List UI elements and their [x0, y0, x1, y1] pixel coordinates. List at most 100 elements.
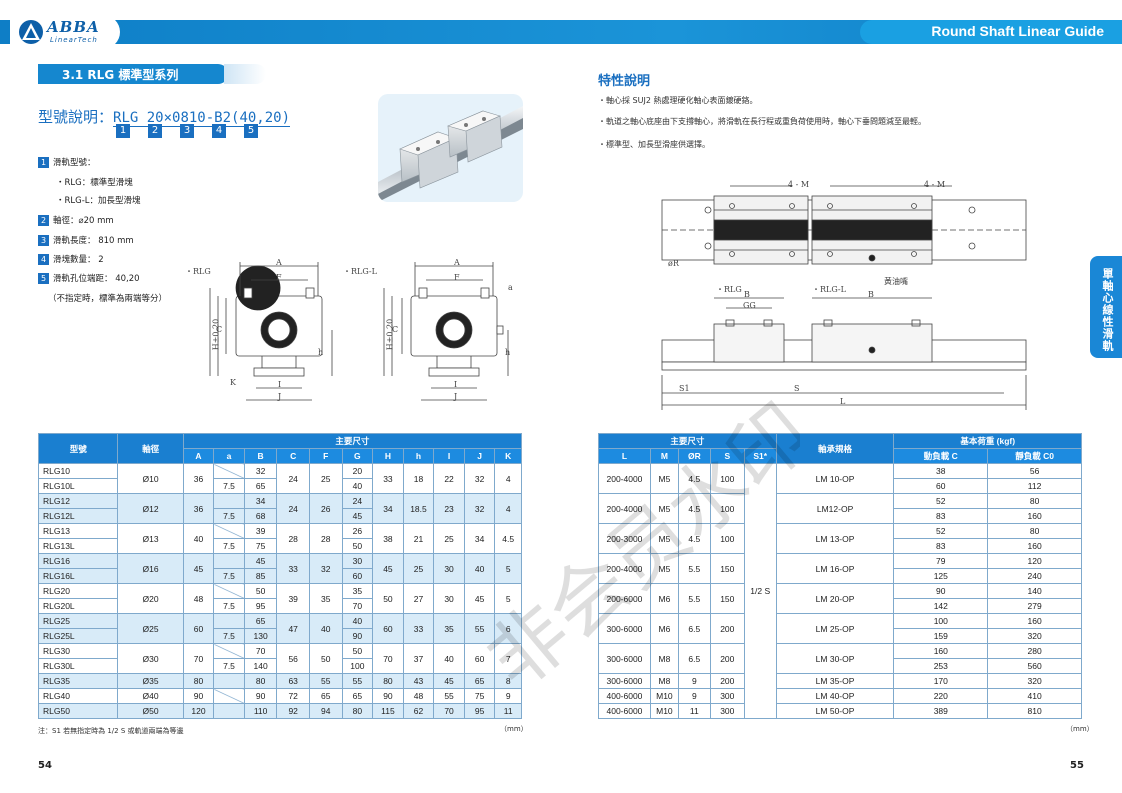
dynamic-load-cell: 79: [893, 553, 989, 569]
m-cell: M5: [649, 553, 679, 584]
static-load-cell: 160: [987, 508, 1082, 524]
a-small-cell: 7.5: [213, 658, 245, 674]
h-cell: 18.5: [402, 493, 435, 524]
value-cell: 55: [308, 673, 343, 689]
value-cell: 55: [433, 688, 465, 704]
col-r-4: S1*: [743, 448, 777, 464]
s-cell: 150: [709, 583, 745, 614]
grease-nipple-label: 黃油嘴: [884, 277, 908, 286]
b-cell: 50: [243, 583, 278, 599]
col-load-1: 靜負載 C0: [987, 448, 1082, 464]
value-cell: M10: [649, 688, 679, 704]
shaft-cell: Ø30: [117, 643, 184, 674]
i-cell: 30: [433, 553, 465, 584]
s-cell: 200: [709, 643, 745, 674]
k-cell: 6: [494, 613, 522, 644]
col-j: J: [463, 448, 496, 464]
guide-title: Round Shaft Linear Guide: [931, 23, 1104, 39]
h-cell: 18: [402, 463, 435, 494]
dim-label-h: H±0.20: [211, 318, 221, 351]
value-cell: 11: [677, 703, 711, 719]
b-cell: 70: [243, 643, 278, 659]
value-cell: LM 40-OP: [775, 688, 895, 704]
model-cell: RLG12L: [37, 508, 119, 524]
legend-num: 2: [38, 215, 49, 226]
a-small-empty: [213, 613, 245, 629]
legend-text: 滑塊數量： 2: [53, 255, 104, 265]
value-cell: 65: [463, 673, 496, 689]
f-cell: 32: [308, 553, 343, 584]
value-cell: 300-6000: [598, 673, 651, 689]
h-cell: 25: [402, 553, 435, 584]
value-cell: 92: [276, 703, 310, 719]
value-cell: 170: [893, 673, 989, 689]
g-cell: 50: [341, 643, 374, 659]
g-cell: 100: [341, 658, 374, 674]
value-cell: 65: [341, 688, 374, 704]
col-shaft: 軸徑: [117, 433, 184, 464]
dynamic-load-cell: 83: [893, 508, 989, 524]
side-category-tab[interactable]: 單軸心線性滑軌: [1090, 256, 1122, 358]
g-cell: 50: [341, 538, 374, 554]
g-cell: 30: [341, 553, 374, 569]
model-cell: RLG50: [37, 703, 119, 719]
f-cell: 25: [308, 463, 343, 494]
dim-label-r: øR: [668, 259, 679, 268]
r-cell: 6.5: [677, 613, 711, 644]
r-cell: 4.5: [677, 523, 711, 554]
col-load-0: 動負載 C: [893, 448, 989, 464]
h-cell: 27: [402, 583, 435, 614]
col-h: H: [372, 448, 404, 464]
static-load-cell: 80: [987, 493, 1082, 509]
value-cell: 75: [463, 688, 496, 704]
s-cell: 150: [709, 553, 745, 584]
c-cell: 47: [276, 613, 310, 644]
j-cell: 60: [463, 643, 496, 674]
l-cell: 300-6000: [598, 613, 651, 644]
m-cell: M6: [649, 613, 679, 644]
l-cell: 200-4000: [598, 493, 651, 524]
header-title-cap: Round Shaft Linear Guide: [860, 20, 1122, 44]
bearing-cell: LM12-OP: [775, 493, 895, 524]
value-cell: LM 50-OP: [775, 703, 895, 719]
static-load-cell: 140: [987, 583, 1082, 599]
a-small-cell: 7.5: [213, 478, 245, 494]
dim-label-a-small: a: [508, 283, 513, 292]
b-cell: 34: [243, 493, 278, 509]
a-cell: 40: [182, 523, 215, 554]
a-small-cell: 7.5: [213, 568, 245, 584]
model-cell: RLG25: [37, 613, 119, 629]
value-cell: 220: [893, 688, 989, 704]
dim-label-c: C: [216, 325, 223, 334]
g-cell: 24: [341, 493, 374, 509]
s-cell: 100: [709, 493, 745, 524]
dynamic-load-cell: 100: [893, 613, 989, 629]
g-cell: 60: [341, 568, 374, 584]
legend-num: 5: [38, 273, 49, 284]
product-photo: [378, 94, 523, 202]
dim-label-a-l: A: [454, 258, 460, 267]
legend-num: 3: [38, 235, 49, 246]
dim-label-s: S: [794, 384, 800, 393]
f-cell: 26: [308, 493, 343, 524]
s1-cell: 1/2 S: [743, 463, 777, 719]
g-cell: 70: [341, 598, 374, 614]
col-r-2: ØR: [677, 448, 711, 464]
a-cell: 45: [182, 553, 215, 584]
g-cell: 40: [341, 478, 374, 494]
shaft-cell: Ø20: [117, 583, 184, 614]
legend-text: （不指定時，標準為兩端等分）: [48, 294, 168, 304]
dim-label-h-small: h: [318, 348, 324, 357]
dynamic-load-cell: 60: [893, 478, 989, 494]
m-cell: M8: [649, 643, 679, 674]
value-cell: 115: [372, 703, 404, 719]
